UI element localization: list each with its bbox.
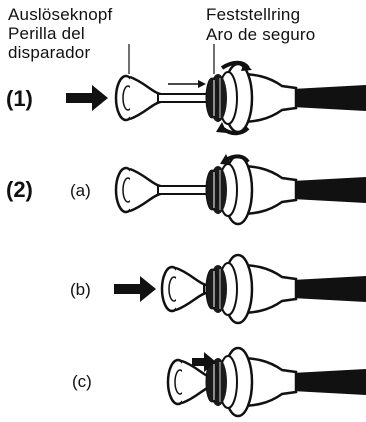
release-button-label-de: Auslöseknopf bbox=[8, 5, 113, 24]
step-2-number: (2) bbox=[6, 177, 33, 202]
step-2c-label: (c) bbox=[72, 372, 92, 391]
lock-ring-label-de: Feststellring bbox=[206, 5, 301, 24]
row-2a-illustration bbox=[114, 154, 366, 226]
row-2b-illustration bbox=[114, 253, 366, 325]
row-1-illustration bbox=[66, 44, 366, 136]
push-arrow-1 bbox=[66, 85, 108, 111]
release-button-label-es: Perilla del bbox=[8, 24, 85, 43]
step-2a-label: (a) bbox=[70, 181, 91, 200]
step-1-number: (1) bbox=[6, 86, 33, 111]
push-arrow-c bbox=[192, 352, 216, 372]
push-arrow-b bbox=[114, 276, 156, 302]
release-button-label-es2: disparador bbox=[8, 43, 91, 62]
lock-ring-label-es: Aro de seguro bbox=[206, 25, 316, 44]
step-2b-label: (b) bbox=[70, 280, 91, 299]
row-2c-illustration bbox=[166, 346, 366, 418]
